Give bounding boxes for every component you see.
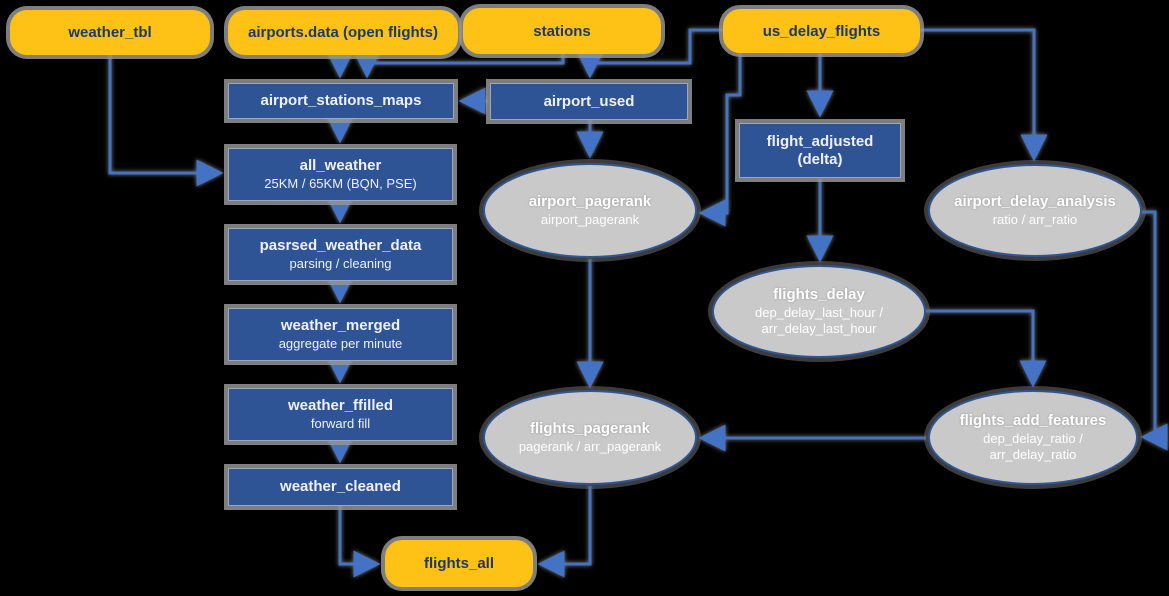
node-flight-adjusted[interactable]: flight_adjusted (delta) <box>739 123 901 178</box>
node-label: us_delay_flights <box>762 22 881 40</box>
node-label: airport_used <box>543 92 635 110</box>
node-sublabel: airport_pagerank <box>540 212 640 227</box>
node-sublabel: forward fill <box>310 416 371 431</box>
node-label: weather_ffilled <box>287 397 394 414</box>
node-sublabel: parsing / cleaning <box>289 256 392 271</box>
edge-stations-to-airport-stations-maps <box>353 51 565 79</box>
node-weather-cleaned[interactable]: weather_cleaned <box>228 468 453 506</box>
node-airports-data[interactable]: airports.data (open flights) <box>228 10 458 55</box>
edge-us-delay-to-airport-delay-analysis <box>920 28 1048 162</box>
edge-flights-delay-to-add-features <box>924 309 1047 388</box>
node-label: stations <box>533 22 591 40</box>
node-flights-pagerank[interactable]: flights_pagerank pagerank / arr_pagerank <box>483 390 697 485</box>
node-label: flights_all <box>423 555 494 572</box>
node-airport-pagerank[interactable]: airport_pagerank airport_pagerank <box>483 163 697 258</box>
node-weather-tbl[interactable]: weather_tbl <box>10 10 210 55</box>
node-pasrsed-weather-data[interactable]: pasrsed_weather_data parsing / cleaning <box>228 228 453 281</box>
node-label: airport_delay_analysis <box>954 193 1116 210</box>
node-sublabel: 25KM / 65KM (BQN, PSE) <box>264 176 417 191</box>
node-airport-stations-maps[interactable]: airport_stations_maps <box>228 83 454 119</box>
node-airport-delay-analysis[interactable]: airport_delay_analysis ratio / arr_ratio <box>928 164 1142 257</box>
edge-us-delay-to-airport-used <box>576 28 723 79</box>
node-sublabel: dep_delay_last_hour / arr_delay_last_hou… <box>755 305 883 336</box>
node-us-delay-flights[interactable]: us_delay_flights <box>723 9 920 53</box>
node-sublabel: pagerank / arr_pagerank <box>518 439 662 454</box>
node-label: flights_pagerank <box>529 420 651 437</box>
node-all-weather[interactable]: all_weather 25KM / 65KM (BQN, PSE) <box>228 148 453 201</box>
node-label: airports.data (open flights) <box>247 24 438 41</box>
node-flights-add-features[interactable]: flights_add_features dep_delay_ratio / a… <box>928 390 1138 485</box>
edge-cleaned-to-flights-all <box>338 506 381 578</box>
edge-us-delay-to-airport-pagerank <box>698 53 742 227</box>
node-label: weather_tbl <box>68 24 152 41</box>
node-label: all_weather <box>299 157 382 174</box>
node-sublabel: (delta) <box>797 150 843 168</box>
node-label: pasrsed_weather_data <box>259 237 422 254</box>
node-sublabel: aggregate per minute <box>278 336 403 351</box>
node-label: flights_delay <box>773 286 865 303</box>
node-weather-ffilled[interactable]: weather_ffilled forward fill <box>228 388 453 441</box>
edge-delay-analysis-to-add-features <box>1140 210 1168 451</box>
node-label: flight_adjusted <box>766 132 874 150</box>
node-label: airport_pagerank <box>528 193 652 210</box>
edge-weather-tbl-to-all-weather <box>108 55 224 187</box>
node-weather-merged[interactable]: weather_merged aggregate per minute <box>228 308 453 361</box>
node-label: weather_cleaned <box>280 478 401 495</box>
node-sublabel: dep_delay_ratio / arr_delay_ratio <box>983 431 1083 462</box>
node-label: weather_merged <box>280 317 401 334</box>
node-flights-all[interactable]: flights_all <box>385 540 533 587</box>
node-sublabel: ratio / arr_ratio <box>992 212 1078 227</box>
node-label: flights_add_features <box>959 412 1107 429</box>
edge-flights-pagerank-to-flights-all <box>537 486 592 578</box>
node-label: airport_stations_maps <box>260 92 422 109</box>
node-stations[interactable]: stations <box>463 8 661 54</box>
node-airport-used[interactable]: airport_used <box>490 83 688 120</box>
node-flights-delay[interactable]: flights_delay dep_delay_last_hour / arr_… <box>712 265 926 358</box>
